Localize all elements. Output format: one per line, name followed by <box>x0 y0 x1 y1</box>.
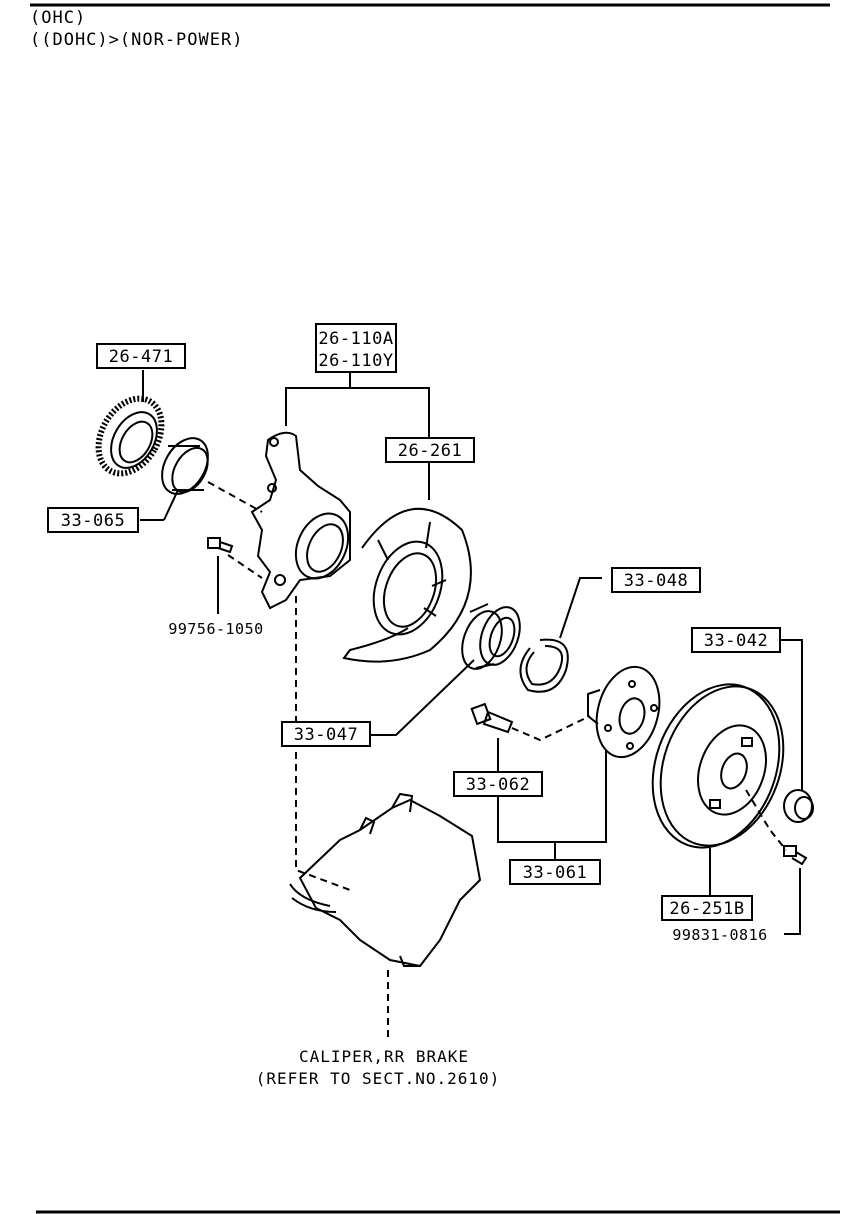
part-label-26-471: 26-471 <box>109 347 173 367</box>
sensor-ring-drawing <box>95 395 165 477</box>
seal-drawing <box>161 437 209 495</box>
leader-lines <box>140 370 803 935</box>
hub-nut-drawing <box>783 789 814 823</box>
hub-bolt-drawing <box>470 702 514 734</box>
part-label-26-261: 26-261 <box>398 441 462 461</box>
part-label-26-110a: 26-110A <box>318 329 393 349</box>
brake-disc-drawing <box>651 683 785 849</box>
model-label: (OHC) <box>30 8 87 28</box>
caliper-label: CALIPER,RR BRAKE <box>299 1047 469 1066</box>
caliper-reference: (REFER TO SECT.NO.2610) <box>256 1069 501 1088</box>
part-label-33-062: 33-062 <box>466 775 530 795</box>
dashed-lines <box>207 481 787 1042</box>
bearing-drawing <box>461 603 521 670</box>
knuckle-drawing <box>250 431 351 610</box>
dust-shield-drawing <box>342 507 472 663</box>
variant-label: ((DOHC)>(NOR-POWER) <box>30 30 244 50</box>
part-label-33-047: 33-047 <box>294 725 358 745</box>
caliper-drawing <box>289 792 482 968</box>
bolt-99831-drawing <box>783 845 808 866</box>
part-label-26-251b: 26-251B <box>669 899 744 919</box>
bolt-99756-drawing <box>207 537 234 554</box>
bolt-label-99756-1050: 99756-1050 <box>168 620 263 638</box>
part-label-26-110y: 26-110Y <box>318 351 393 371</box>
hub-drawing <box>587 665 661 759</box>
bolt-label-99831-0816: 99831-0816 <box>672 926 767 944</box>
part-label-33-042: 33-042 <box>704 631 768 651</box>
part-label-33-061: 33-061 <box>523 863 587 883</box>
label-boxes <box>47 323 781 921</box>
snap-ring-drawing <box>519 638 569 693</box>
part-label-33-048: 33-048 <box>624 571 688 591</box>
part-label-33-065: 33-065 <box>61 511 125 531</box>
